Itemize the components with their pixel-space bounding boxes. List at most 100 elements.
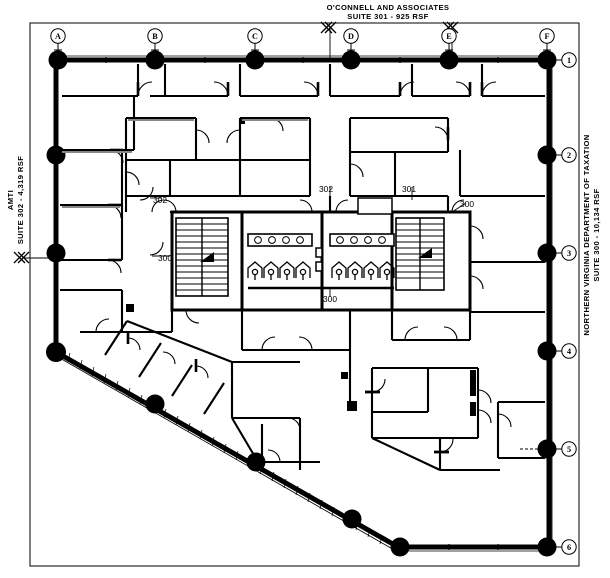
- toilet-stalls-right: [331, 261, 395, 280]
- column-F4: [537, 341, 557, 361]
- column-B1: [145, 50, 165, 70]
- column-F6: [537, 537, 557, 557]
- matchline-ticks: [13, 21, 459, 264]
- column-F1: [537, 50, 557, 70]
- door-swing-s5: [443, 326, 458, 341]
- grid-bubbles-rows: [549, 52, 577, 555]
- door-swing-e1: [469, 225, 484, 240]
- door-swing-s2: [261, 336, 276, 351]
- column-diagonal-3: [342, 509, 362, 529]
- door-swing-s3: [298, 336, 313, 351]
- perimeter-mullion-ticks: [105, 57, 499, 550]
- tenant-top-suite: SUITE 301 - 925 RSF: [347, 12, 428, 21]
- column-E1: [439, 50, 459, 70]
- grid-label-5: 5: [567, 445, 571, 454]
- column-F3: [537, 243, 557, 263]
- east-office-partitions: [458, 150, 545, 314]
- column-D1: [341, 50, 361, 70]
- south-central-doors: [95, 309, 458, 351]
- jamb-3: [347, 401, 357, 411]
- grid-label-1: 1: [567, 56, 571, 65]
- tenant-label-top: O'CONNELL AND ASSOCIATES SUITE 301 - 925…: [327, 3, 450, 21]
- room-tag-300-center: 300: [323, 294, 337, 304]
- column-square-4: [240, 119, 245, 124]
- tenant-top-name: O'CONNELL AND ASSOCIATES: [327, 3, 450, 12]
- grid-label-F: F: [544, 32, 549, 41]
- matchline-tick-top-d: [320, 21, 337, 34]
- exterior-wall-southwest-diagonal: [54, 349, 400, 550]
- center-south-doors: [267, 417, 301, 463]
- grid-label-E: E: [446, 32, 452, 41]
- door-diag-1: [127, 337, 141, 351]
- elevator-lobby: [240, 197, 393, 232]
- tenant-left-suite: SUITE 302 - 4,319 RSF: [16, 156, 25, 245]
- room-tag-301: 301: [402, 184, 416, 194]
- structural-columns: [46, 50, 557, 557]
- interior-suite-302-partitions: [124, 116, 312, 198]
- grid-label-4: 4: [567, 347, 571, 356]
- diagonal-office-partitions: [104, 320, 300, 463]
- glazing-diagonal-outer: [57, 356, 397, 552]
- door-se-2: [477, 389, 492, 404]
- east-office-doors: [469, 225, 484, 290]
- matchline-tick-left: [13, 251, 30, 264]
- interior-suite-301-partitions: [348, 116, 450, 198]
- column-square-1: [126, 304, 134, 312]
- room-tag-300-east: 300: [460, 199, 474, 209]
- grid-bubble-row-text: 1 2 3 4 5 6: [567, 56, 571, 552]
- restrooms: [247, 233, 395, 290]
- tenant-right-suite: SUITE 300 - 10,134 RSF: [592, 188, 601, 281]
- stair-2-arrow: [418, 248, 432, 258]
- elevator-shaft: [357, 197, 393, 215]
- grid-bubble-F: [539, 28, 555, 57]
- column-diagonal-2: [246, 452, 266, 472]
- jamb-2: [470, 402, 476, 416]
- door-core-1: [151, 199, 165, 213]
- southeast-rooms: [370, 366, 545, 472]
- door-swing-i3: [125, 171, 140, 186]
- interior-suite-302-doors: [125, 117, 284, 186]
- room-tag-leaders: [150, 187, 467, 297]
- column-A2: [46, 145, 66, 165]
- southeast-wall-jambs: [347, 370, 476, 416]
- door-cs-2: [267, 449, 281, 463]
- column-diagonal-1: [145, 394, 165, 414]
- grid-label-D: D: [348, 32, 354, 41]
- room-tags: 302 302 301 300 300 300: [153, 184, 474, 304]
- grid-label-C: C: [252, 32, 258, 41]
- room-tag-302-center: 302: [319, 184, 333, 194]
- door-se-3: [477, 409, 492, 424]
- grid-bubble-2: [549, 147, 577, 163]
- door-swing-s4: [404, 326, 419, 341]
- column-square-3: [341, 372, 348, 379]
- grid-bubble-A: [50, 28, 66, 57]
- door-swing-i1: [195, 129, 210, 144]
- room-tag-302-west: 302: [153, 195, 167, 205]
- column-A3: [46, 243, 66, 263]
- door-swing-s6: [95, 318, 110, 333]
- north-office-doors: [136, 81, 497, 97]
- column-F5: [537, 439, 557, 459]
- door-swing-i4: [269, 117, 284, 132]
- grid-label-6: 6: [567, 543, 571, 552]
- grid-label-A: A: [55, 32, 61, 41]
- door-swing-e2: [469, 275, 484, 290]
- door-swing-s1: [185, 309, 200, 324]
- tenant-right-name: NORTHERN VIRGINIA DEPARTMENT OF TAXATION: [582, 134, 591, 335]
- diagonal-office-doors: [126, 331, 209, 379]
- stair-1-arrow: [200, 252, 214, 262]
- column-corner-south: [390, 537, 410, 557]
- toilet-stalls-left: [247, 261, 311, 280]
- grid-bubble-1: [549, 52, 577, 68]
- stair-1: [175, 217, 229, 297]
- lavatory-counter-right: [329, 233, 395, 247]
- curtainwall-glazing: [56, 55, 553, 552]
- west-office-doors: [107, 148, 124, 274]
- door-swing-i2: [226, 129, 241, 144]
- column-A4: [46, 342, 66, 362]
- grid-bubble-column-text: A B C D E F: [55, 32, 549, 41]
- interior-suite-301-doors: [349, 126, 450, 178]
- grid-bubbles-columns: [50, 28, 555, 57]
